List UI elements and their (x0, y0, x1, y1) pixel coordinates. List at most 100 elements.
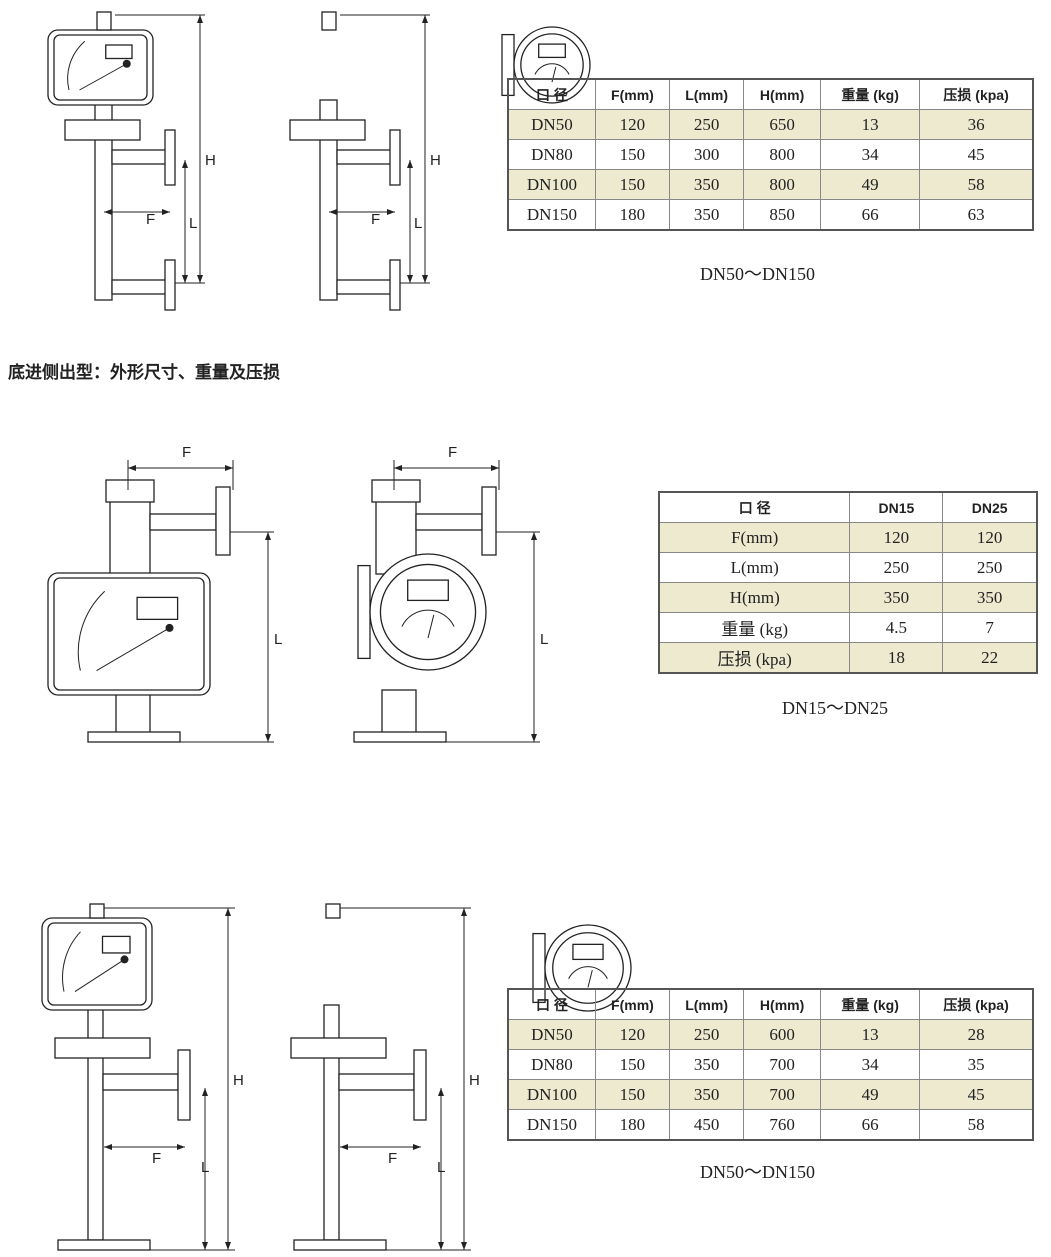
table-cell: 7 (942, 612, 1038, 643)
dimension-f-arrow (491, 465, 499, 471)
upper-flange (290, 1037, 387, 1059)
pointer-needle (427, 614, 435, 639)
inlet-pipe (336, 279, 393, 295)
column-header: H(mm) (743, 988, 821, 1020)
dimension-h-arrow (225, 1242, 231, 1250)
dimension-l-arrow (202, 1242, 208, 1250)
dimension-l-arrow (407, 275, 413, 283)
outlet-flange (413, 1049, 427, 1121)
upper-flange (289, 119, 366, 141)
table-cell: 350 (669, 169, 745, 200)
pointer-needle (74, 958, 125, 993)
table-cell: 120 (849, 522, 944, 553)
base-flange (87, 731, 181, 743)
dial-scale-arc (401, 609, 455, 627)
table-cell: 180 (594, 1109, 671, 1141)
table-cell: 58 (919, 169, 1034, 200)
label-l: L (414, 215, 422, 232)
label-h: H (205, 152, 216, 169)
dimension-l-arrow (202, 1088, 208, 1096)
row-header-cell: L(mm) (658, 552, 851, 583)
dimension-f-arrow (162, 209, 170, 215)
dimension-f-arrow (104, 1144, 112, 1150)
column-header: L(mm) (669, 78, 745, 110)
lcd-display (105, 44, 133, 60)
dimension-h-arrow (225, 908, 231, 916)
table-cell: 150 (594, 1049, 671, 1080)
base-flange (57, 1239, 151, 1251)
table-cell: 150 (594, 139, 671, 170)
table-cell: 150 (594, 169, 671, 200)
table-cell: 250 (849, 552, 944, 583)
inlet-flange (164, 259, 176, 311)
row-header-cell: DN100 (507, 1079, 596, 1110)
lcd-display (101, 935, 131, 954)
column-header: F(mm) (594, 988, 671, 1020)
outlet-pipe (111, 149, 168, 165)
dimension-f-arrow (225, 465, 233, 471)
table-cell: 350 (669, 1079, 745, 1110)
column-header: F(mm) (594, 78, 671, 110)
column-header: L(mm) (669, 988, 745, 1020)
table-cell: 4.5 (849, 612, 944, 643)
label-l: L (540, 631, 548, 648)
upper-flange (64, 119, 141, 141)
dimension-f-arrow (128, 465, 136, 471)
table-cell: 800 (743, 169, 821, 200)
table-cell: 28 (919, 1019, 1034, 1050)
dimension-f-arrow (104, 209, 112, 215)
table-cell: 120 (594, 1019, 671, 1050)
pointer-needle (79, 63, 127, 91)
lcd-display (572, 943, 604, 961)
table-cell: 250 (669, 1019, 745, 1050)
table-cell: 35 (919, 1049, 1034, 1080)
lcd-display (136, 596, 179, 621)
pointer-needle (96, 627, 170, 672)
column-header: DN15 (849, 491, 944, 523)
dimension-l-arrow (182, 275, 188, 283)
dimension-f-arrow (413, 1144, 421, 1150)
row-header-cell: DN50 (507, 1019, 596, 1050)
label-f: F (388, 1150, 397, 1167)
side-label-plate (357, 564, 371, 660)
outlet-pipe (415, 513, 483, 531)
indicator-bezel (379, 563, 477, 661)
dial-scale-arc (62, 931, 81, 992)
table-cell: 18 (849, 642, 944, 674)
dimension-h-arrow (422, 15, 428, 23)
table-cell: 45 (919, 139, 1034, 170)
table-cell: 850 (743, 199, 821, 231)
table-caption: DN15～DN25 (782, 698, 888, 718)
table-caption: DN50～DN150 (700, 1162, 815, 1182)
row-header-cell: DN150 (507, 1109, 596, 1141)
column-header: 口 径 (658, 491, 851, 523)
table-cell: 350 (849, 582, 944, 613)
outlet-flange (215, 486, 231, 556)
label-l: L (274, 631, 282, 648)
dimension-l-arrow (531, 734, 537, 742)
top-cap (105, 479, 155, 503)
dimension-l-arrow (265, 532, 271, 540)
table-cell: 58 (919, 1109, 1034, 1141)
row-header-cell: 重量 (kg) (658, 612, 851, 643)
label-h: H (430, 152, 441, 169)
table-cell: 13 (819, 1019, 921, 1050)
dimension-l-arrow (531, 532, 537, 540)
label-h: H (233, 1072, 244, 1089)
upper-flange (54, 1037, 151, 1059)
dial-scale-arc (67, 40, 86, 91)
label-f: F (371, 211, 380, 228)
dimension-h-arrow (461, 1242, 467, 1250)
label-h: H (469, 1072, 480, 1089)
table-cell: 66 (819, 199, 921, 231)
column-header: 口 径 (507, 988, 596, 1020)
dimension-f-arrow (394, 465, 402, 471)
